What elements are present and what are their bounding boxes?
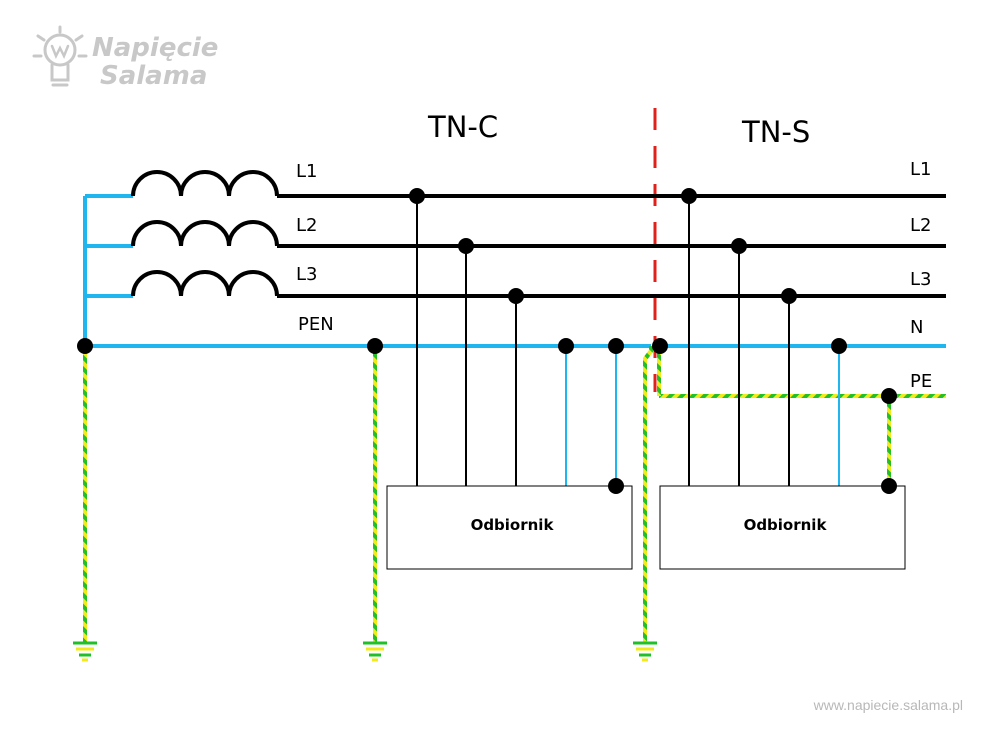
logo-text-line2: Salama xyxy=(100,61,207,91)
tn-s-pe-tap xyxy=(887,396,891,486)
title-tn-c: TN-C xyxy=(427,110,498,144)
logo-text-line1: Napięcie xyxy=(92,33,218,63)
junction-dot xyxy=(681,188,697,204)
junction-dot xyxy=(831,338,847,354)
label-pen: PEN xyxy=(298,314,334,335)
label-right-l2: L2 xyxy=(910,215,931,236)
load-label-tn-c: Odbiornik xyxy=(471,516,555,534)
junction-dot xyxy=(367,338,383,354)
load-box-tn-c xyxy=(386,485,633,570)
junction-dot xyxy=(508,288,524,304)
label-pe: PE xyxy=(910,371,932,392)
label-right-l1: L1 xyxy=(910,159,931,180)
earth-symbol-split xyxy=(633,641,657,662)
label-n: N xyxy=(910,317,923,338)
junction-dot xyxy=(608,338,624,354)
junction-dot xyxy=(652,338,668,354)
footer-url: www.napiecie.salama.pl xyxy=(813,697,963,713)
tn-c-load-wiring xyxy=(416,196,617,486)
neutral-star-bus xyxy=(83,194,133,346)
earth-conductor-pen xyxy=(373,346,377,642)
logo: Napięcie Salama xyxy=(32,25,218,91)
earth-symbol-source xyxy=(73,641,97,662)
winding-l1 xyxy=(131,170,279,197)
load-box-tn-s xyxy=(659,485,906,570)
junction-dot xyxy=(881,478,897,494)
junction-dot xyxy=(731,238,747,254)
junction-dot xyxy=(458,238,474,254)
transformer-windings xyxy=(131,170,279,297)
junction-dot xyxy=(558,338,574,354)
phase-lines xyxy=(277,194,946,298)
junction-dot xyxy=(781,288,797,304)
earth-symbol-pen xyxy=(363,641,387,662)
pe-split-link xyxy=(657,346,661,396)
earth-conductor-split xyxy=(643,346,653,642)
label-left-l1: L1 xyxy=(296,161,317,182)
pe-line xyxy=(659,394,946,398)
tn-s-load-wiring xyxy=(688,196,840,486)
junction-dot xyxy=(608,478,624,494)
label-right-l3: L3 xyxy=(910,269,931,290)
junction-dot xyxy=(77,338,93,354)
junction-dots xyxy=(77,188,897,494)
title-tn-s: TN-S xyxy=(741,115,810,149)
lightbulb-icon xyxy=(32,25,88,87)
winding-l2 xyxy=(131,220,279,247)
winding-l3 xyxy=(131,270,279,297)
label-left-l2: L2 xyxy=(296,215,317,236)
load-label-tn-s: Odbiornik xyxy=(744,516,828,534)
junction-dot xyxy=(881,388,897,404)
junction-dot xyxy=(409,188,425,204)
earth-conductor-source xyxy=(83,346,87,642)
label-left-l3: L3 xyxy=(296,264,317,285)
